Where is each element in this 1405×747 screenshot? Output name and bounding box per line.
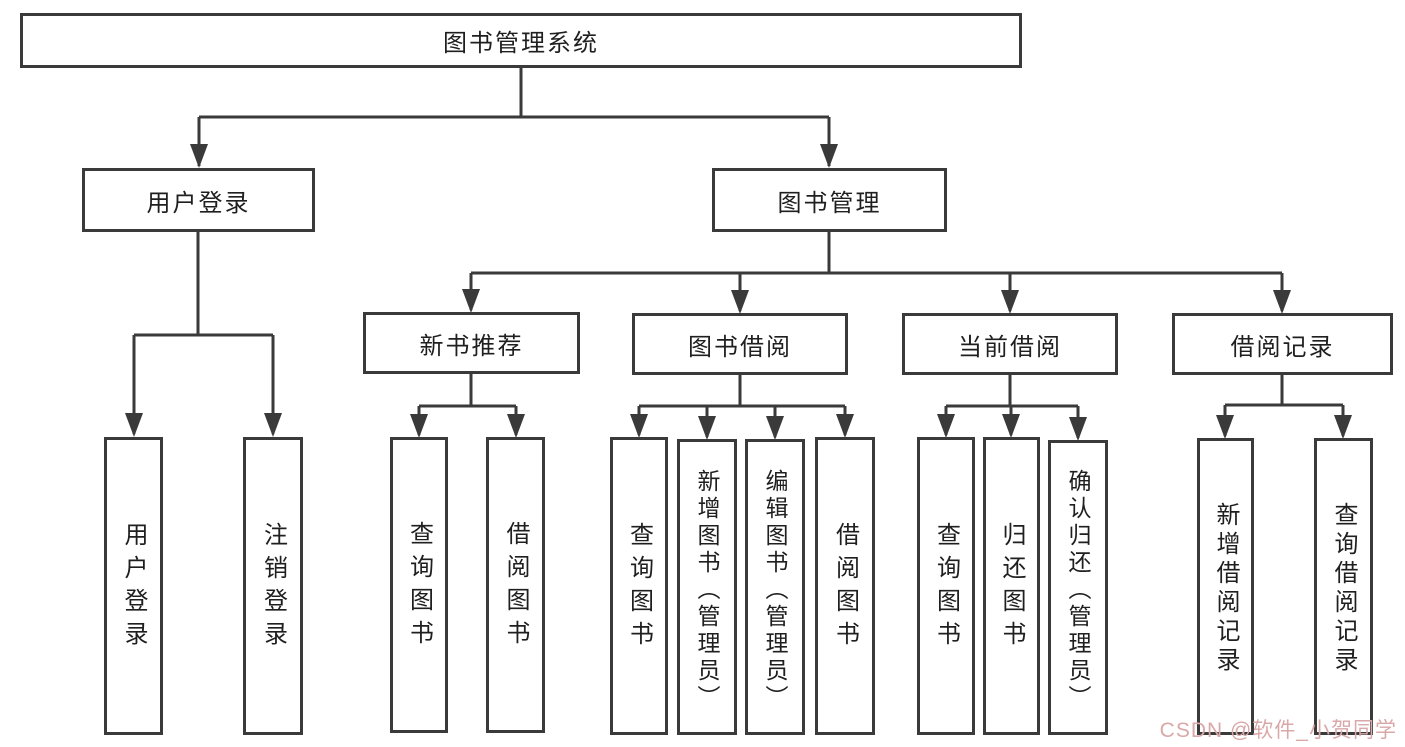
leaf-current-query: 查询图书	[917, 437, 975, 735]
leaf-borrow-book: 借阅图书	[815, 437, 875, 735]
leaf-user-login: 用户登录	[104, 437, 163, 735]
leaf-edit-book-admin: 编辑图书（管理员）	[745, 439, 805, 735]
connector-paths	[132, 68, 1345, 438]
node-book-borrow: 图书借阅	[632, 313, 848, 375]
leaf-newbook-borrow: 借阅图书	[486, 437, 545, 733]
leaf-borrow-query: 查询图书	[610, 437, 668, 735]
node-borrow-record: 借阅记录	[1172, 313, 1393, 375]
node-current-borrow: 当前借阅	[902, 313, 1118, 375]
csdn-watermark: CSDN @软件_小贺同学	[1159, 719, 1397, 742]
leaf-logout: 注销登录	[243, 437, 303, 735]
node-root-system: 图书管理系统	[20, 13, 1022, 68]
leaf-newbook-query: 查询图书	[390, 437, 448, 733]
node-book-management: 图书管理	[712, 168, 947, 232]
leaf-add-book-admin: 新增图书（管理员）	[677, 439, 737, 735]
leaf-query-borrow-record: 查询借阅记录	[1314, 438, 1373, 735]
node-user-login: 用户登录	[82, 168, 315, 232]
leaf-return-book: 归还图书	[983, 437, 1040, 735]
leaf-add-borrow-record: 新增借阅记录	[1197, 438, 1254, 735]
connector-arrowheads	[125, 144, 1352, 441]
leaf-confirm-return-admin: 确认归还（管理员）	[1048, 440, 1108, 735]
node-new-book-recommend: 新书推荐	[363, 312, 580, 374]
